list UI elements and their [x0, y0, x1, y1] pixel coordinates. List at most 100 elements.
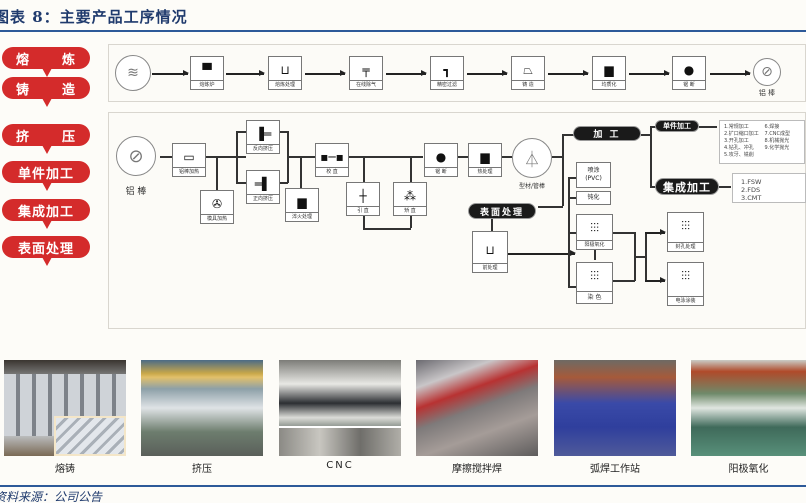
connector	[568, 177, 576, 179]
connector	[650, 126, 656, 128]
connector	[650, 186, 656, 188]
tag-smelting: 熔炼	[2, 47, 90, 77]
tag-label: 表面处理	[17, 241, 74, 257]
rod-label: 铝 棒	[758, 89, 776, 97]
step-furnace: ▀熔炼炉	[190, 56, 224, 90]
step-sealing: ⫶⫶⫶封孔处理	[667, 212, 704, 252]
connector	[300, 156, 302, 188]
billets-closeup-image	[54, 416, 126, 456]
flow-arrow	[548, 70, 589, 76]
connector	[645, 232, 647, 281]
list-item: 9.化学抛光	[764, 145, 790, 151]
molten-aluminum-icon: ≋	[115, 55, 151, 91]
connector	[502, 156, 512, 158]
connector	[562, 134, 564, 206]
die-icon: ✇	[211, 197, 223, 211]
flow-arrow	[629, 70, 670, 76]
saw-icon: ●	[435, 150, 447, 164]
connector	[613, 232, 635, 234]
connector	[491, 219, 493, 232]
flow-arrow	[386, 70, 427, 76]
connector	[594, 250, 596, 260]
step-straighten: ▪─▪校 直	[315, 143, 349, 177]
photo-caption: 挤压	[192, 464, 212, 475]
step-degassing: ╤在线除气	[349, 56, 383, 90]
connector	[160, 156, 172, 158]
processing-pill: 加 工	[573, 126, 641, 141]
list-item: 2.FDS	[741, 186, 761, 194]
connector	[719, 186, 731, 188]
list-item: 7.CNC成型	[764, 131, 791, 137]
step-refining: ⊔熔炼处理	[268, 56, 302, 90]
pull-icon: ┼	[359, 189, 367, 203]
anodize-tank-icon: ⫶⫶⫶	[589, 220, 599, 235]
refining-icon: ⊔	[280, 63, 290, 77]
connector	[236, 131, 238, 183]
photo-anodize	[691, 360, 806, 456]
flow-arrow	[710, 70, 751, 76]
step-saw: ●锯 断	[672, 56, 706, 90]
press-icon: ═▌	[254, 177, 272, 191]
connector	[280, 182, 288, 184]
tag-extrusion: 挤压	[2, 124, 90, 154]
product-label: 型材/管棒	[518, 183, 546, 190]
flow-arrow	[152, 70, 189, 76]
electro-tank-icon: ⫶⫶⫶	[680, 268, 690, 283]
flow-arrow	[226, 70, 265, 76]
sealing-tank-icon: ⫶⫶⫶	[680, 218, 690, 233]
press-icon: ▐═	[254, 127, 272, 141]
tag-casting: 铸造	[2, 77, 90, 107]
casting-icon: ⏢	[523, 62, 533, 77]
step-casting: ⏢铸 造	[511, 56, 545, 90]
tank-icon: ⊔	[485, 243, 495, 257]
dye-tank-icon: ⫶⫶⫶	[589, 268, 599, 283]
flow-arrow	[508, 250, 576, 256]
aluminum-rod-icon: ⊘	[753, 58, 781, 86]
connector	[363, 156, 365, 182]
step-heat-treatment: ▆热处理	[468, 143, 502, 177]
integrated-processing-pill: 集成加工	[655, 178, 719, 195]
tag-label: 单件加工	[17, 166, 74, 182]
connector	[568, 197, 576, 199]
furnace-icon: ▀	[202, 63, 212, 77]
step-bend: ⁂矫 直	[393, 182, 427, 216]
step-saw: ●锯 断	[424, 143, 458, 177]
connector	[650, 126, 652, 187]
step-pretreatment: ⊔前处理	[472, 231, 508, 273]
step-pull: ┼引 直	[346, 182, 380, 216]
oven-icon: ▆	[480, 150, 490, 164]
connector	[613, 280, 635, 282]
tag-char: 熔	[16, 52, 31, 68]
connector	[410, 216, 412, 228]
saw-icon: ●	[683, 63, 695, 77]
step-die-heating: ✇模具加热	[200, 190, 234, 224]
connector	[349, 156, 423, 158]
heater-icon: ▭	[183, 150, 195, 164]
step-forward-extrusion: ═▌正向挤压	[246, 170, 280, 204]
source-note: 资料来源：公司公告	[0, 490, 103, 503]
flow-arrow	[467, 70, 508, 76]
single-processing-list: 1.常规加工 2.扩口缩口加工 3.开孔加工 4.钻孔、冲孔 5.攻牙、铣削 6…	[719, 120, 805, 164]
connector	[562, 134, 574, 136]
integrated-processing-list: 1.FSW 2.FDS 3.CMT	[732, 173, 806, 203]
tag-label: 集成加工	[17, 204, 74, 220]
profile-icon: ⏃	[512, 138, 552, 178]
connector	[236, 131, 246, 133]
title-rule	[0, 30, 806, 32]
connector	[568, 286, 576, 288]
step-reverse-extrusion: ▐═反向挤压	[246, 120, 280, 154]
rod-label: 铝 棒	[125, 187, 147, 197]
photo-fsw	[416, 360, 538, 456]
cnc-closeup-image	[279, 426, 401, 456]
list-item: 2.扩口缩口加工	[724, 131, 759, 137]
photo-cnc	[279, 360, 401, 456]
degassing-icon: ╤	[362, 63, 370, 77]
filter-icon: ┓	[443, 63, 451, 77]
tag-char: 铸	[16, 82, 31, 98]
list-item: 6.焊接	[764, 124, 780, 130]
homogenize-icon: ▆	[604, 63, 614, 77]
step-dyeing: ⫶⫶⫶染 色	[576, 262, 613, 304]
connector	[552, 156, 562, 158]
surface-treatment-pill: 表面处理	[468, 203, 536, 219]
photo-caption: 弧焊工作站	[590, 464, 640, 475]
